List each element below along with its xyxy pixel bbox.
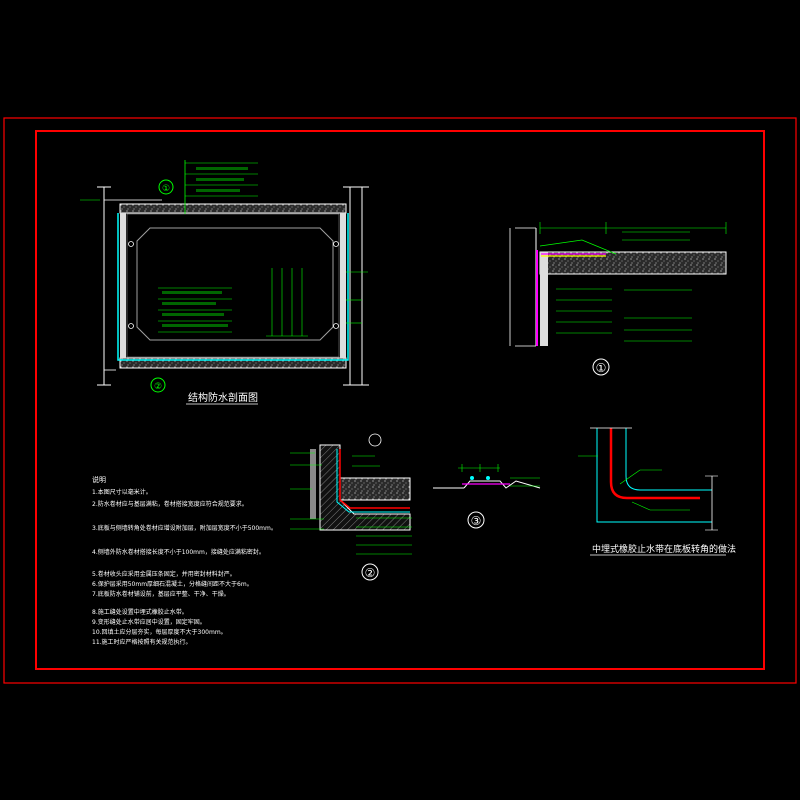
main-section: ① ② 结构防水剖面图: [80, 160, 369, 405]
marker-2: ②: [154, 382, 162, 392]
detail-4-title: 中埋式橡胶止水带在底板转角的做法: [592, 543, 736, 555]
note-item: 3.底板与侧墙转角处卷材应增设附加层，附加层宽度不小于500mm。: [92, 524, 277, 532]
marker-1: ①: [162, 184, 170, 194]
note-item: 2.防水卷材应与基层满粘，卷材搭接宽度应符合规范要求。: [92, 500, 248, 508]
inner-frame: [35, 130, 765, 670]
note-item: 4.侧墙外防水卷材搭接长度不小于100mm，接缝处应满粘密封。: [92, 548, 265, 556]
detail-4: 中埋式橡胶止水带在底板转角的做法: [578, 427, 736, 556]
detail-1: ①: [509, 222, 727, 376]
notes-heading: 说明: [92, 475, 106, 484]
outer-frame: [3, 117, 797, 684]
note-item: 10.回填土应分层夯实，每层厚度不大于300mm。: [92, 628, 227, 636]
note-item: 6.保护层采用50mm厚细石混凝土，分格缝间距不大于6m。: [92, 580, 253, 588]
note-item: 1.本图尺寸以毫米计。: [92, 488, 152, 496]
detail-2: ②: [290, 433, 412, 581]
detail-3-number: ③: [471, 514, 482, 528]
note-item: 7.底板防水卷材铺设前，基层应平整、干净、干燥。: [92, 590, 230, 598]
note-item: 11.施工时应严格按照有关规范执行。: [92, 638, 192, 646]
notes: 说明 1.本图尺寸以毫米计。 2.防水卷材应与基层满粘，卷材搭接宽度应符合规范要…: [92, 475, 277, 646]
detail-1-number: ①: [596, 361, 607, 375]
main-section-title: 结构防水剖面图: [188, 391, 258, 404]
note-item: 8.施工缝处设置中埋式橡胶止水带。: [92, 608, 188, 616]
detail-2-number: ②: [365, 566, 376, 580]
note-item: 5.卷材收头应采用金属压条固定，并用密封材料封严。: [92, 570, 236, 578]
note-item: 9.变形缝处止水带应居中设置，固定牢固。: [92, 618, 206, 626]
detail-3: ③: [433, 464, 541, 529]
